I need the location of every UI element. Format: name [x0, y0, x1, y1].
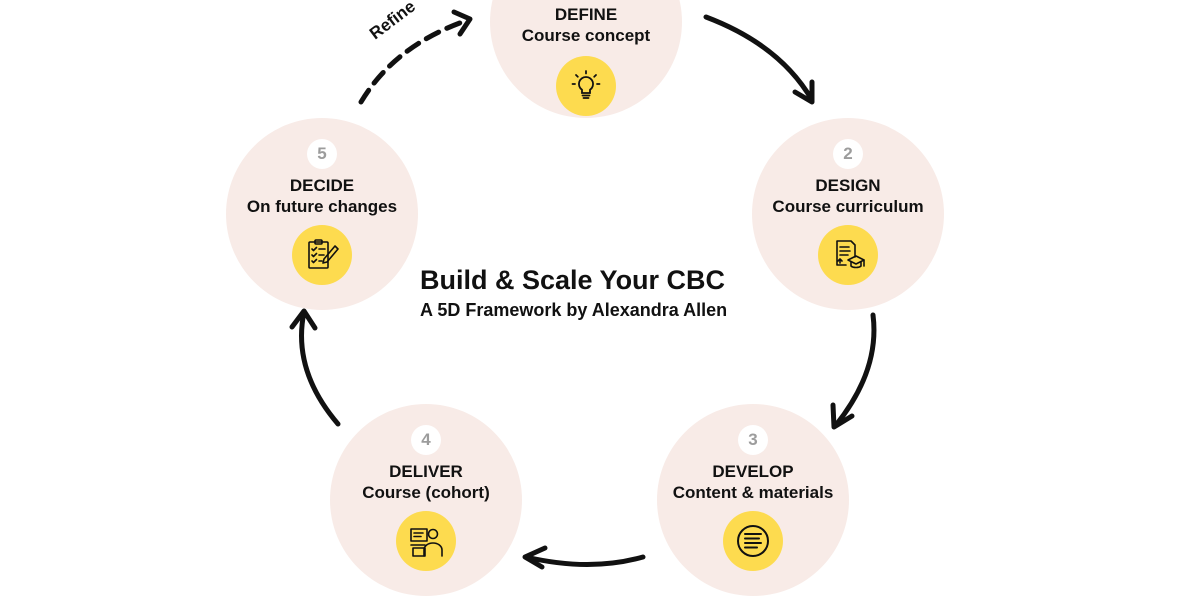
arrow-develop-to-deliver-head: [522, 545, 548, 570]
arrow-decide-to-define-head: [451, 9, 473, 37]
arrow-design-to-develop: [833, 312, 877, 428]
step-number: 4: [411, 425, 441, 455]
lightbulb-icon: [556, 56, 616, 116]
arrow-develop-to-deliver: [523, 554, 646, 567]
step-deliver: 4 DELIVER Course (cohort): [330, 404, 522, 596]
step-design: 2 DESIGN Course curriculum: [752, 118, 944, 310]
step-subtitle: Course (cohort): [362, 483, 490, 502]
arrow-deliver-to-decide: [299, 309, 341, 427]
step-title: DECIDE: [289, 176, 355, 195]
step-subtitle: On future changes: [246, 197, 398, 216]
step-decide: 5 DECIDE On future changes: [226, 118, 418, 310]
step-subtitle: Course curriculum: [772, 197, 924, 216]
step-number: 5: [307, 139, 337, 169]
arrow-deliver-to-decide-head: [289, 308, 318, 331]
diagram-title: Build & Scale Your CBC: [420, 265, 726, 295]
step-subtitle: Content & materials: [672, 483, 834, 502]
step-subtitle: Course concept: [521, 26, 651, 45]
document-lines-icon: [723, 511, 783, 571]
arrow-design-to-develop-head: [830, 402, 855, 430]
presenter-icon: [396, 511, 456, 571]
step-title: DELIVER: [389, 462, 463, 481]
step-title: DEFINE: [554, 5, 618, 24]
step-title: DESIGN: [815, 176, 881, 195]
step-number: 2: [833, 139, 863, 169]
arrow-decide-to-define-dashed: [358, 17, 471, 105]
arrow-define-to-design: [703, 14, 815, 103]
checklist-icon: [292, 225, 352, 285]
diagram-subtitle: A 5D Framework by Alexandra Allen: [420, 300, 728, 320]
step-number: 3: [738, 425, 768, 455]
step-title: DEVELOP: [712, 462, 794, 481]
step-develop: 3 DEVELOP Content & materials: [657, 404, 849, 596]
curriculum-icon: [818, 225, 878, 285]
arrow-define-to-design-head: [792, 79, 815, 105]
